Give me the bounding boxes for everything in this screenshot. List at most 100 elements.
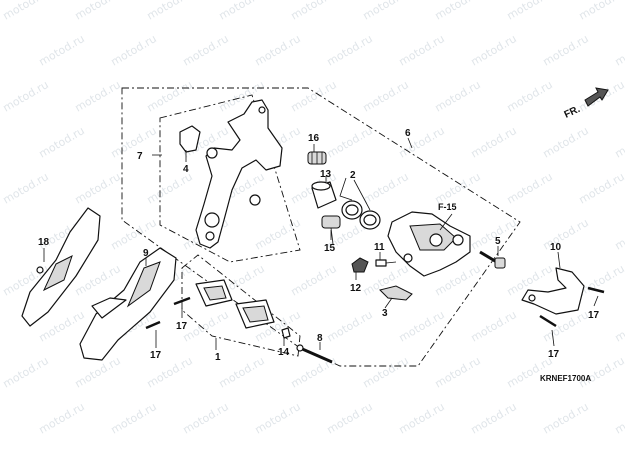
watermark-text-53: motod.ru (613, 216, 625, 252)
pin-bolt (479, 250, 506, 269)
bracket-group-boundary (159, 94, 301, 263)
piston-seal (341, 200, 363, 220)
watermark-text-86: motod.ru (397, 400, 447, 436)
callout-10: 10 (550, 242, 562, 253)
watermark-text-67: motod.ru (325, 308, 375, 344)
watermark-text-72: motod.ru (1, 354, 51, 390)
callout-11: 11 (374, 242, 385, 253)
watermark-text-4: motod.ru (289, 0, 339, 23)
watermark-text-2: motod.ru (145, 0, 195, 23)
watermark-text-8: motod.ru (577, 0, 625, 23)
watermark-text-78: motod.ru (433, 354, 483, 390)
watermark-text-16: motod.ru (541, 32, 591, 68)
bleeder-screw (375, 259, 397, 267)
watermark-text-62: motod.ru (577, 262, 625, 298)
watermark-text-28: motod.ru (109, 124, 159, 160)
callout-17-a: 17 (176, 321, 188, 332)
caliper-assembly-boundary (121, 87, 521, 367)
leader-lines (43, 137, 599, 350)
watermark-text-20: motod.ru (145, 78, 195, 114)
callout-9: 9 (143, 248, 149, 259)
callout-6: 6 (405, 128, 411, 139)
watermark-text-25: motod.ru (505, 78, 555, 114)
watermark-text-9: motod.ru (37, 32, 87, 68)
watermark-text-84: motod.ru (253, 400, 303, 436)
pad-set-boundary (181, 254, 301, 357)
callout-18: 18 (38, 237, 50, 248)
watermark-text-17: motod.ru (613, 32, 625, 68)
watermark-text-43: motod.ru (505, 170, 555, 206)
callout-8: 8 (317, 333, 323, 344)
pad-pin-clip (281, 327, 291, 339)
watermark-text-75: motod.ru (217, 354, 267, 390)
watermark-text-15: motod.ru (469, 32, 519, 68)
pad-spring (379, 285, 413, 301)
pad-retainer-clip (179, 125, 201, 153)
watermark-text-88: motod.ru (541, 400, 591, 436)
watermark-text-22: motod.ru (289, 78, 339, 114)
pad-pin (296, 344, 333, 364)
callout-14: 14 (278, 347, 290, 358)
watermark-text-52: motod.ru (541, 216, 591, 252)
disc-guard-18 (21, 207, 101, 327)
watermark-text-71: motod.ru (613, 308, 625, 344)
watermark-text-19: motod.ru (73, 78, 123, 114)
watermark-text-68: motod.ru (397, 308, 447, 344)
watermark-text-82: motod.ru (109, 400, 159, 436)
dust-boot-16 (307, 151, 327, 165)
watermark-text-36: motod.ru (1, 170, 51, 206)
bleeder-cap (351, 257, 369, 273)
callout-13: 13 (320, 169, 332, 180)
watermark-text-35: motod.ru (613, 124, 625, 160)
watermark-text-12: motod.ru (253, 32, 303, 68)
bolt-17-b (145, 320, 161, 330)
watermark-text-81: motod.ru (37, 400, 87, 436)
watermark-text-33: motod.ru (469, 124, 519, 160)
watermark-text-7: motod.ru (505, 0, 555, 23)
watermark-text-76: motod.ru (289, 354, 339, 390)
watermark-text-34: motod.ru (541, 124, 591, 160)
callout-7: 7 (137, 151, 143, 162)
watermark-text-0: motod.ru (1, 0, 51, 23)
caliper-bracket (195, 99, 283, 249)
callout-12: 12 (350, 283, 362, 294)
watermark-text-46: motod.ru (109, 216, 159, 252)
bolt-17-c (587, 286, 605, 294)
callout-17-b: 17 (150, 350, 162, 361)
caliper-guard-9 (79, 247, 177, 361)
watermark-text-3: motod.ru (217, 0, 267, 23)
callout-2: 2 (350, 170, 356, 181)
callout-3: 3 (382, 308, 388, 319)
bracket-10 (521, 267, 585, 315)
watermark-text-38: motod.ru (145, 170, 195, 206)
bolt-17-a (173, 296, 191, 306)
drawing-code: KRNEF1700A (540, 374, 591, 383)
watermark-text-41: motod.ru (361, 170, 411, 206)
watermark-text-6: motod.ru (433, 0, 483, 23)
watermark-text-70: motod.ru (541, 308, 591, 344)
watermark-text-80: motod.ru (577, 354, 625, 390)
watermark-text-65: motod.ru (181, 308, 231, 344)
watermark-text-24: motod.ru (433, 78, 483, 114)
watermark-text-11: motod.ru (181, 32, 231, 68)
watermark-text-77: motod.ru (361, 354, 411, 390)
callout-labels: 1 2 3 4 5 6 7 8 9 10 11 12 13 14 15 16 1… (38, 128, 600, 363)
callout-16: 16 (308, 133, 320, 144)
watermark-text-83: motod.ru (181, 400, 231, 436)
watermark-text-10: motod.ru (109, 32, 159, 68)
callout-4: 4 (183, 164, 189, 175)
caliper-piston (311, 181, 337, 209)
watermark-text-89: motod.ru (613, 400, 625, 436)
watermark-text-44: motod.ru (577, 170, 625, 206)
reference-f15: F-15 (438, 202, 457, 212)
watermark-text-85: motod.ru (325, 400, 375, 436)
watermark-text-69: motod.ru (469, 308, 519, 344)
watermark-text-5: motod.ru (361, 0, 411, 23)
callout-15: 15 (324, 243, 336, 254)
watermark-text-13: motod.ru (325, 32, 375, 68)
watermark-text-27: motod.ru (37, 124, 87, 160)
caliper-body (387, 211, 471, 277)
dust-seal (359, 210, 381, 230)
watermark-text-31: motod.ru (325, 124, 375, 160)
